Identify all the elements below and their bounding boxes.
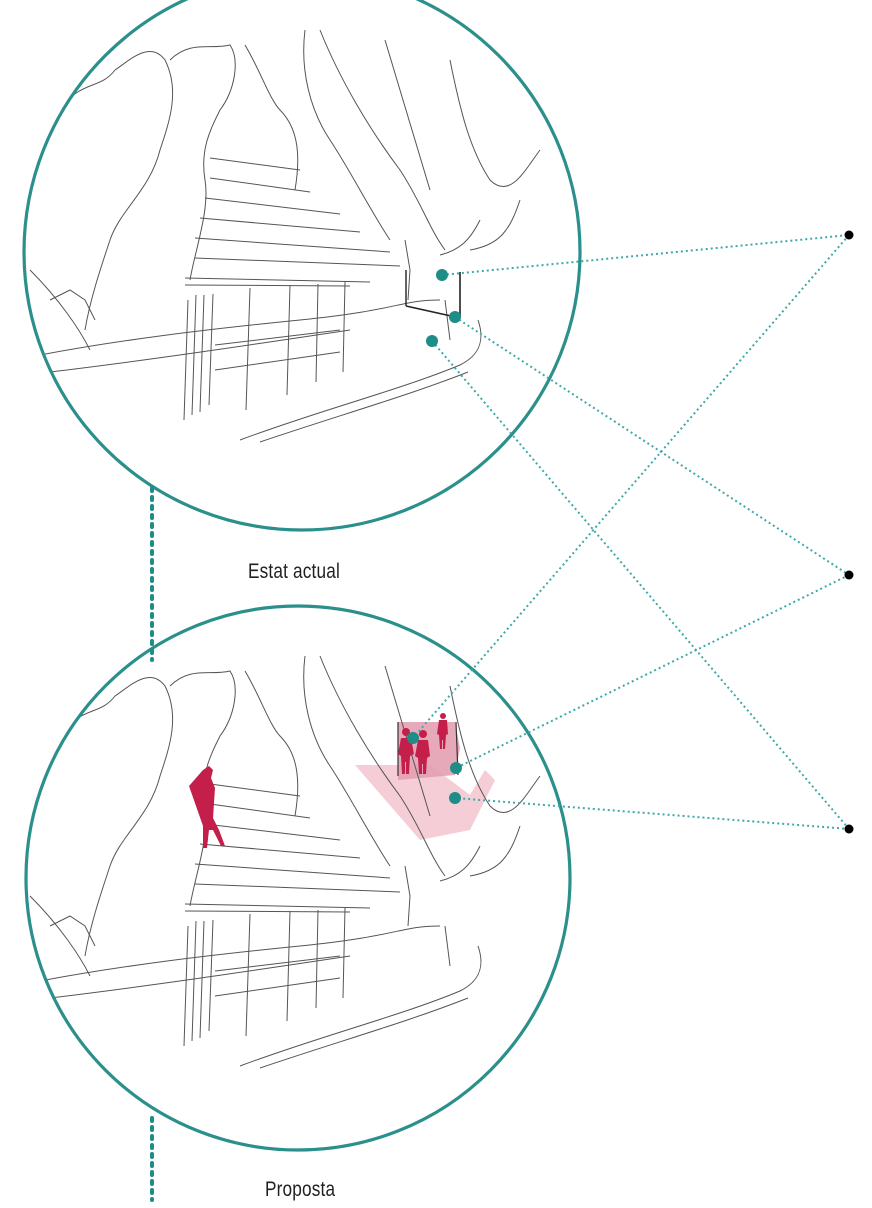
leader-line bbox=[442, 235, 849, 275]
leader-line bbox=[456, 575, 849, 768]
person-figure-icon bbox=[189, 766, 225, 848]
marker-dot bbox=[407, 732, 419, 744]
proposal-circle bbox=[26, 606, 570, 1150]
leader-line bbox=[432, 341, 849, 829]
marker-dot bbox=[449, 311, 461, 323]
marker-dot bbox=[450, 762, 462, 774]
current-state-sketch bbox=[30, 30, 540, 442]
current-state-caption: Estat actual bbox=[248, 560, 340, 584]
endpoint-dot bbox=[845, 825, 854, 834]
leader-line bbox=[413, 235, 849, 738]
marker-dot bbox=[436, 269, 448, 281]
leader-line bbox=[455, 317, 849, 575]
marker-dot bbox=[426, 335, 438, 347]
proposal-illustration bbox=[26, 606, 570, 1150]
proposal-sketch bbox=[30, 656, 540, 1068]
current-state-circle bbox=[24, 0, 580, 530]
proposal-caption: Proposta bbox=[265, 1178, 335, 1202]
current-state-illustration bbox=[24, 0, 580, 530]
leader-line bbox=[455, 798, 849, 829]
leader-lines bbox=[413, 235, 849, 829]
marker-dot bbox=[449, 792, 461, 804]
endpoint-dot bbox=[845, 231, 854, 240]
endpoints bbox=[845, 231, 854, 834]
endpoint-dot bbox=[845, 571, 854, 580]
